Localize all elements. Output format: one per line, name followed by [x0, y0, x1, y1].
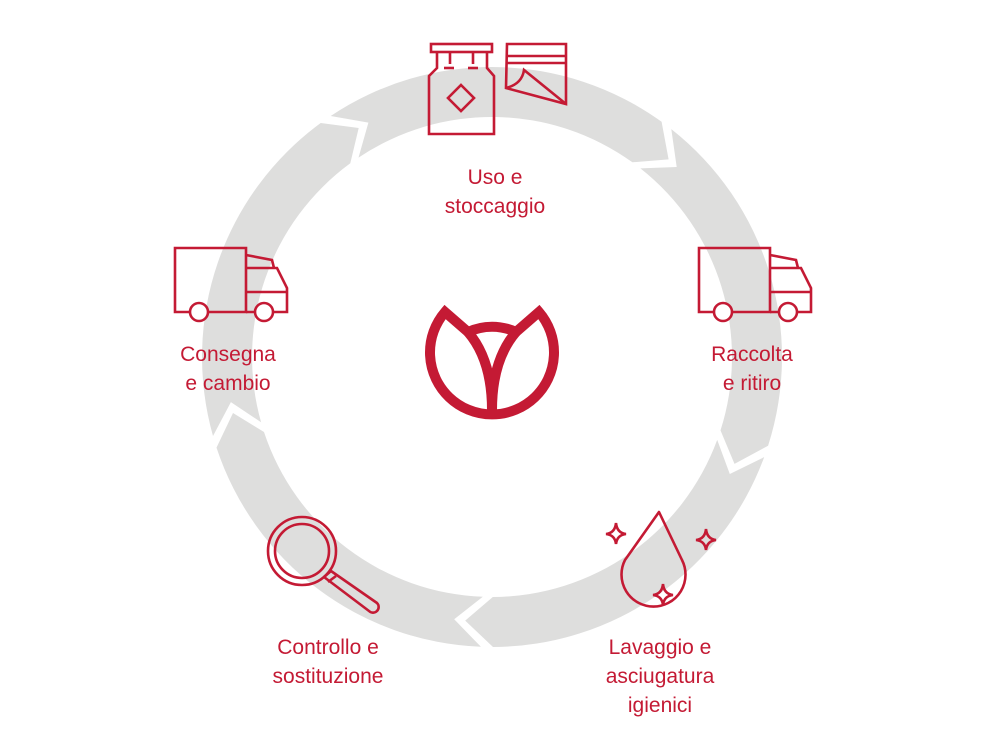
jar-and-label-icon — [427, 42, 568, 136]
tulip-logo-icon — [425, 304, 559, 420]
label-line: Uso e — [467, 166, 523, 189]
label-line: sostituzione — [272, 665, 384, 688]
cycle-arrow-segment — [640, 129, 782, 464]
truck-icon-left — [173, 246, 289, 323]
cycle-arrow-segment — [465, 439, 765, 647]
label-line: Lavaggio e — [608, 636, 712, 659]
label-line: Raccolta — [711, 343, 793, 366]
truck-icon-right — [697, 246, 813, 323]
magnifier-icon — [266, 515, 380, 614]
label-line: Consegna — [180, 343, 276, 366]
label-line: asciugatura — [605, 665, 715, 688]
label-line: e cambio — [185, 372, 271, 395]
label-line: e ritiro — [722, 372, 782, 395]
cycle-ring — [202, 67, 782, 647]
step-label-use-storage: Uso e stoccaggio — [385, 163, 605, 221]
step-label-delivery: Consegna e cambio — [118, 340, 338, 398]
cycle-arrow-segment — [202, 123, 359, 436]
cycle-arrow-segment — [216, 413, 483, 647]
water-drop-sparkle-icon — [605, 510, 717, 608]
cycle-arrow-segment — [330, 67, 669, 163]
step-label-washing: Lavaggio e asciugatura igienici — [550, 633, 770, 720]
step-label-collection: Raccolta e ritiro — [642, 340, 862, 398]
label-line: Controllo e — [277, 636, 379, 659]
label-line: igienici — [627, 694, 693, 717]
label-line: stoccaggio — [444, 195, 546, 218]
step-label-inspection: Controllo e sostituzione — [218, 633, 438, 691]
